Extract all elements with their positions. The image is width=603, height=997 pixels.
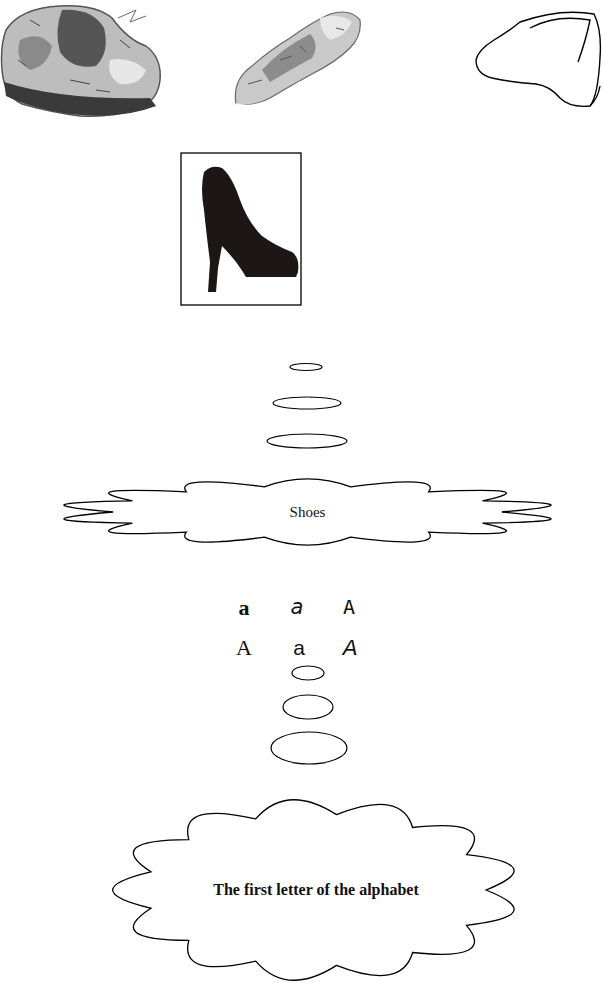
thought-cloud: The first letter of the alphabet — [122, 790, 510, 990]
sandal-picture — [235, 12, 360, 106]
high-heel-picture — [181, 153, 301, 305]
thought-cloud: Shoes — [105, 478, 510, 546]
cloud-text: The first letter of the alphabet — [213, 881, 418, 899]
letter-sample: A — [236, 637, 252, 659]
cloud-text: Shoes — [290, 504, 326, 521]
letter-sample: a — [291, 597, 304, 618]
letter-sample: A — [343, 597, 355, 617]
thought-bubbles — [271, 666, 347, 764]
letter-sample: a — [239, 597, 250, 619]
clog-outline — [476, 12, 600, 106]
worn-boot-picture — [2, 6, 161, 117]
cloud-shape — [113, 800, 514, 981]
cloud-shape — [64, 479, 551, 545]
letter-sample: A — [343, 637, 358, 659]
thought-bubbles — [267, 364, 347, 449]
letter-sample: a — [293, 637, 305, 658]
